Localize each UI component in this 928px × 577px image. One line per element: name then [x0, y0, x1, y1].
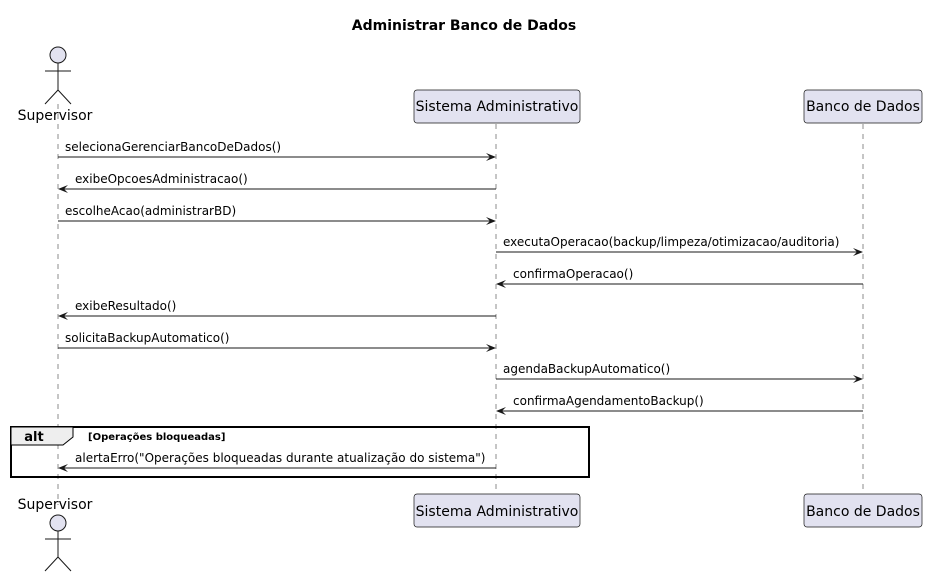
participant-box	[803, 493, 923, 528]
message-label: executaOperacao(backup/limpeza/otimizaca…	[503, 235, 839, 249]
fragment-condition: [Operações bloqueadas]	[88, 432, 225, 443]
message-arrowhead	[496, 280, 506, 288]
actor-head	[49, 46, 67, 64]
fragment-header-tab	[10, 426, 74, 446]
message: agendaBackupAutomatico()	[496, 362, 863, 383]
participant-box	[413, 89, 581, 124]
messages: selecionaGerenciarBancoDeDados() exibeOpc…	[58, 140, 863, 472]
actor-supervisor-bottom: Supervisor	[18, 497, 93, 572]
actor-body	[44, 63, 72, 105]
message-arrowhead	[486, 217, 496, 225]
message: exibeResultado()	[58, 299, 496, 320]
actor-head	[49, 514, 67, 532]
diagram-title: Administrar Banco de Dados	[352, 18, 576, 34]
fragment-keyword: alt	[24, 430, 43, 445]
participant-label-supervisor-bottom: Supervisor	[18, 497, 93, 513]
participant-label-supervisor-top: Supervisor	[18, 108, 93, 124]
message-label: confirmaAgendamentoBackup()	[513, 394, 704, 408]
participant-banco-top: Banco de Dados	[803, 89, 923, 124]
message: confirmaOperacao()	[496, 267, 863, 288]
message-label: exibeResultado()	[75, 299, 176, 313]
participant-sistema-bottom: Sistema Administrativo	[413, 493, 581, 528]
message-label: solicitaBackupAutomatico()	[65, 331, 229, 345]
message: confirmaAgendamentoBackup()	[496, 394, 863, 415]
participant-label-banco-bottom: Banco de Dados	[806, 504, 920, 520]
message-arrowhead	[496, 407, 506, 415]
message: executaOperacao(backup/limpeza/otimizaca…	[496, 235, 863, 256]
message-label: selecionaGerenciarBancoDeDados()	[65, 140, 281, 154]
participant-box	[413, 493, 581, 528]
message-arrowhead	[486, 153, 496, 161]
message: solicitaBackupAutomatico()	[58, 331, 496, 352]
lifelines	[57, 104, 864, 505]
actor-body	[44, 531, 72, 572]
participant-banco-bottom: Banco de Dados	[803, 493, 923, 528]
message-label: exibeOpcoesAdministracao()	[75, 172, 248, 186]
participant-label-sistema-top: Sistema Administrativo	[416, 99, 579, 115]
message-arrowhead	[853, 248, 863, 256]
message-arrowhead	[853, 375, 863, 383]
message-label: confirmaOperacao()	[513, 267, 633, 281]
message-label: escolheAcao(administrarBD)	[65, 204, 236, 218]
alt-fragment: alt [Operações bloqueadas]	[10, 426, 590, 478]
message: exibeOpcoesAdministracao()	[58, 172, 496, 193]
message-arrowhead	[58, 464, 68, 472]
actor-supervisor-top: Supervisor	[18, 46, 93, 124]
participant-label-sistema-bottom: Sistema Administrativo	[416, 504, 579, 520]
message-arrowhead	[486, 344, 496, 352]
message-label: agendaBackupAutomatico()	[503, 362, 670, 376]
participant-box	[803, 89, 923, 124]
message-label: alertaErro("Operações bloqueadas durante…	[75, 451, 485, 465]
message-arrowhead	[58, 312, 68, 320]
message: selecionaGerenciarBancoDeDados()	[58, 140, 496, 161]
participant-sistema-top: Sistema Administrativo	[413, 89, 581, 124]
message-arrowhead	[58, 185, 68, 193]
message: escolheAcao(administrarBD)	[58, 204, 496, 225]
participant-label-banco-top: Banco de Dados	[806, 99, 920, 115]
message: alertaErro("Operações bloqueadas durante…	[58, 451, 496, 472]
fragment-frame	[10, 426, 590, 478]
